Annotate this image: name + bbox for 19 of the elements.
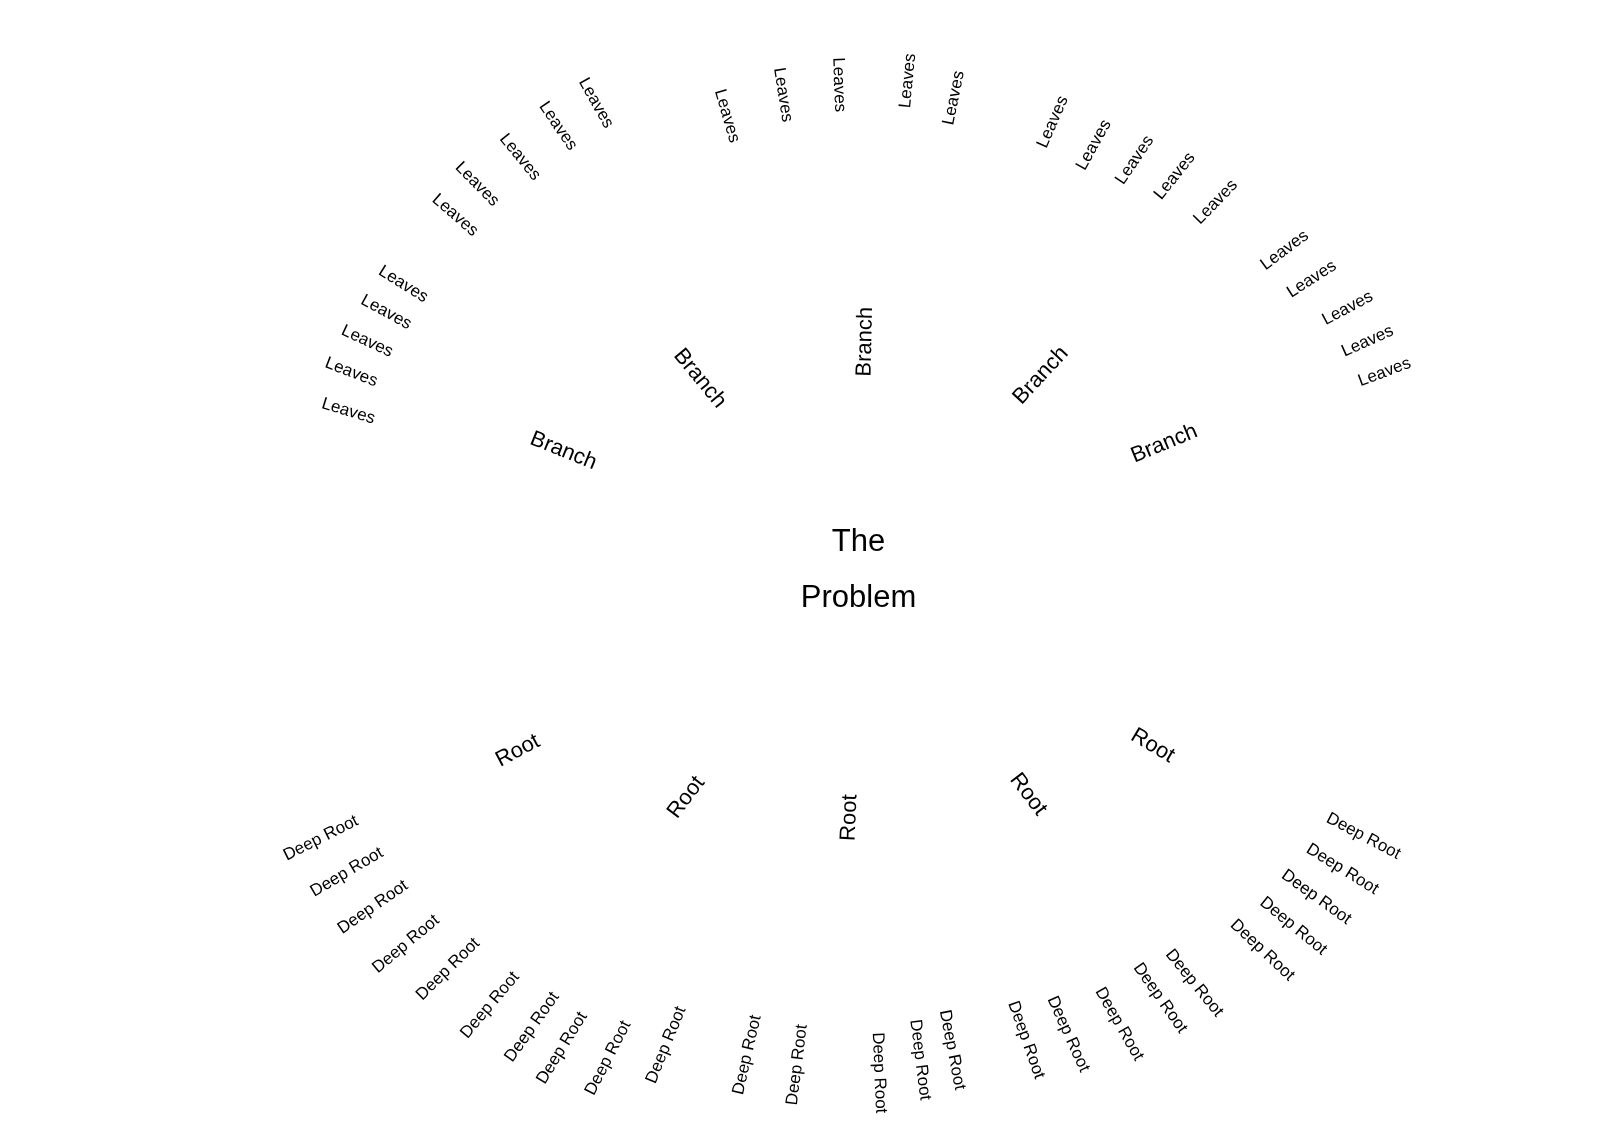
center-label: The Problem [798, 512, 919, 625]
root-label: Root [834, 793, 863, 842]
leaf-label: Leaves [894, 52, 920, 109]
root-label: Root [1127, 722, 1181, 768]
deep-root-label: Deep Root [935, 1007, 971, 1092]
leaf-label: Leaves [710, 86, 745, 145]
deep-root-label: Deep Root [867, 1031, 891, 1114]
leaf-label: Leaves [1354, 353, 1414, 391]
leaf-label: Leaves [769, 66, 797, 124]
deep-root-label: Deep Root [781, 1023, 812, 1107]
deep-root-label: Deep Root [906, 1018, 936, 1102]
leaf-label: Leaves [938, 69, 969, 127]
branch-label: Branch [850, 306, 878, 377]
deep-root-label: Deep Root [728, 1013, 766, 1097]
root-label: Root [491, 728, 544, 773]
branch-label: Branch [1126, 417, 1201, 468]
deep-root-label: Deep Root [640, 1003, 690, 1086]
leaf-label: Leaves [829, 56, 851, 113]
leaf-label: Leaves [319, 393, 378, 428]
